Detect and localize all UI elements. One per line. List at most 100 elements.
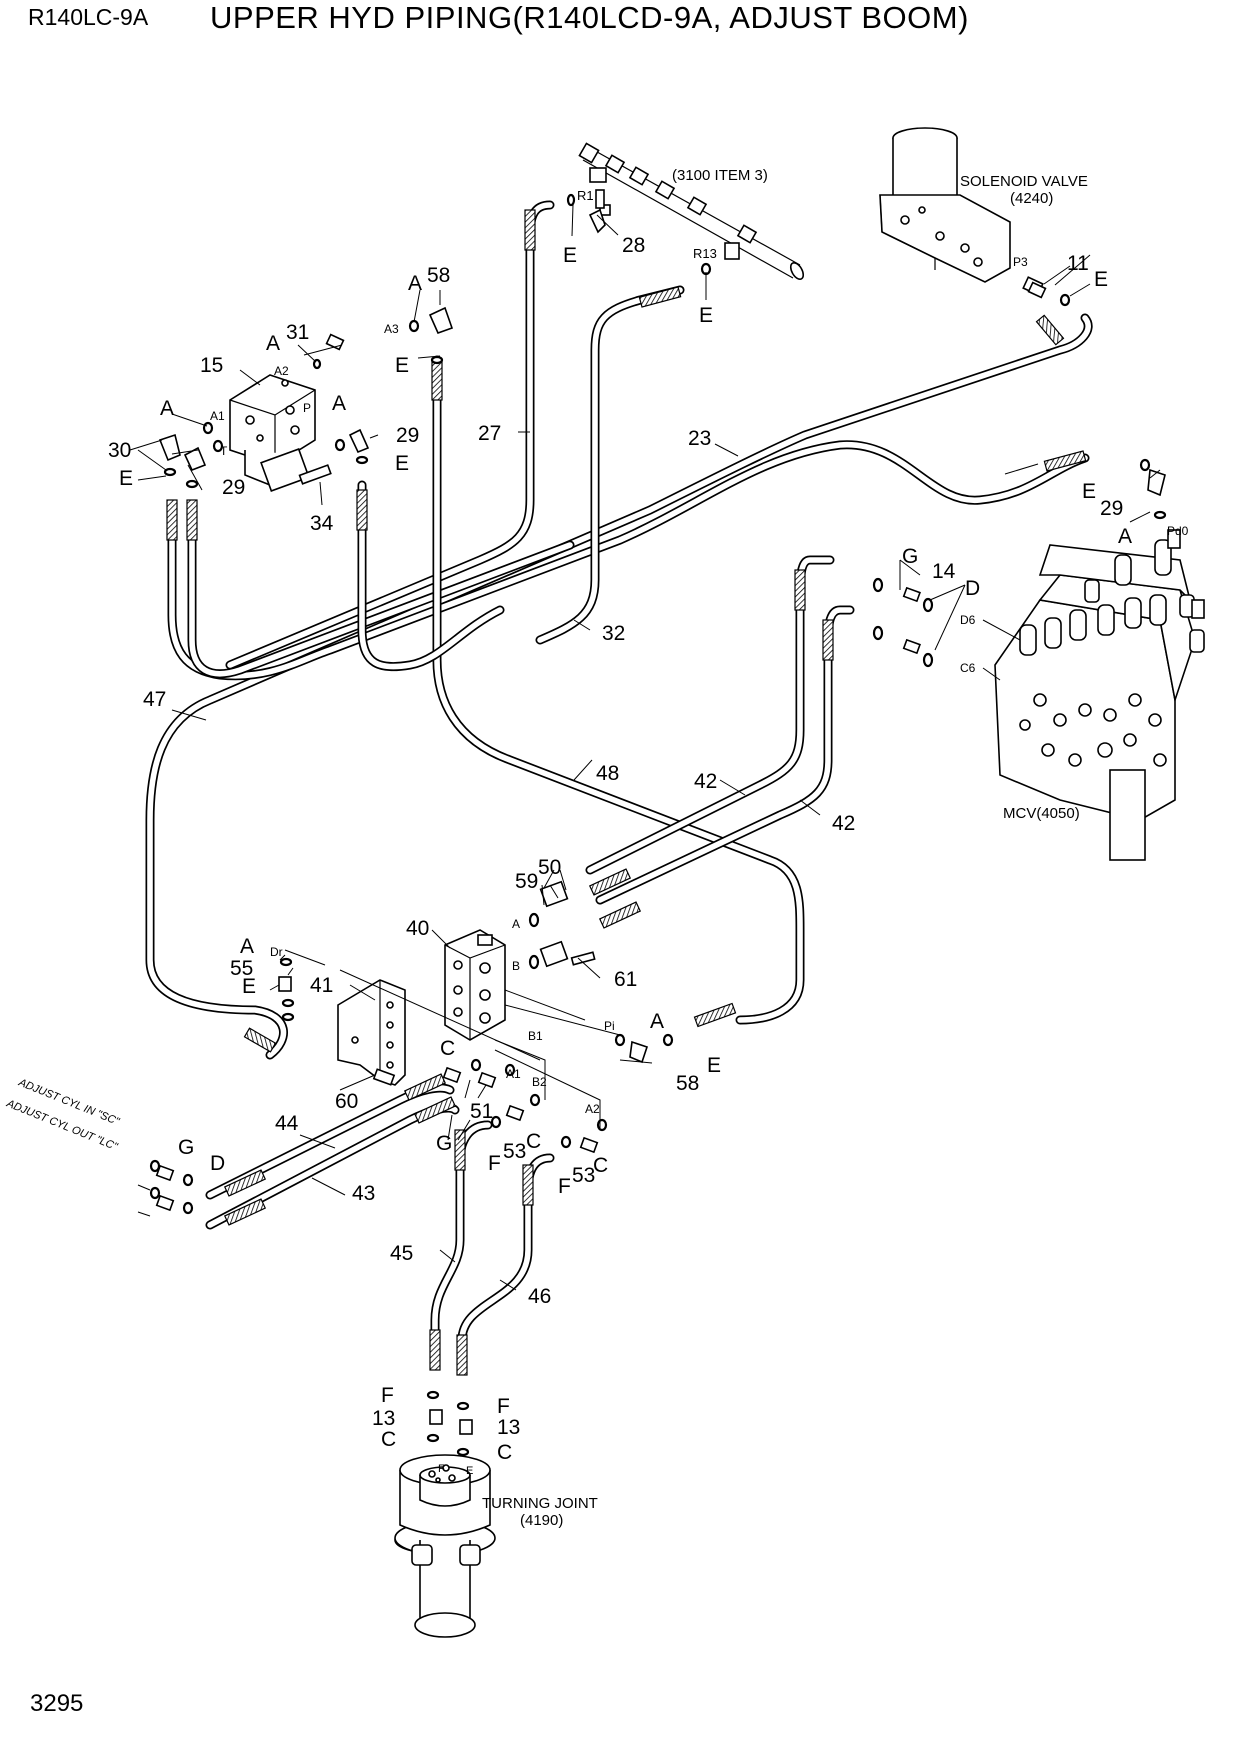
- callout-letter-e: E: [563, 244, 577, 267]
- solenoid-valve: SOLENOID VALVE (4240) P3: [879, 127, 1088, 296]
- svg-text:B1: B1: [528, 1029, 543, 1043]
- mcv: MCV(4050) Pd0 D6 C6: [960, 524, 1205, 861]
- callout-letter-a: A: [240, 935, 254, 958]
- callout-42: 42: [832, 812, 855, 835]
- o-rings: [149, 193, 1167, 1457]
- callout-11: 11: [1067, 252, 1089, 275]
- block-40: [444, 929, 506, 1041]
- callout-letter-c: C: [381, 1428, 396, 1451]
- callout-letter-e: E: [699, 304, 713, 327]
- turning-joint-label: TURNING JOINT: [482, 1495, 598, 1512]
- callout-43: 43: [352, 1182, 375, 1205]
- svg-text:P: P: [303, 401, 311, 415]
- callout-letter-c: C: [440, 1037, 455, 1060]
- port-labels: R1 R13 Dr Pi A B B1 A1 B2 A2 F E: [270, 188, 717, 1477]
- drawing-title: UPPER HYD PIPING(R140LCD-9A, ADJUST BOOM…: [210, 0, 969, 35]
- callout-41: 41: [310, 974, 333, 997]
- svg-text:D6: D6: [960, 613, 976, 627]
- turning-joint-ref: (4190): [520, 1512, 563, 1529]
- svg-text:A3: A3: [384, 322, 399, 336]
- callout-14: 14: [932, 560, 956, 583]
- item-ref-label: (3100 ITEM 3): [672, 167, 768, 184]
- callout-13: 13: [372, 1407, 395, 1430]
- callout-29: 29: [222, 476, 245, 499]
- svg-text:T: T: [220, 444, 228, 458]
- callout-29: 29: [396, 424, 419, 447]
- adjust-cyl-in-label: ADJUST CYL IN "SC": [16, 1076, 122, 1128]
- callout-53: 53: [503, 1140, 526, 1163]
- callout-27: 27: [478, 422, 501, 445]
- callout-letter-e: E: [119, 467, 133, 490]
- callout-40: 40: [406, 917, 429, 940]
- solenoid-valve-label: SOLENOID VALVE: [960, 173, 1088, 190]
- page-number: 3295: [30, 1690, 84, 1717]
- mcv-label: MCV(4050): [1003, 805, 1080, 822]
- turning-joint: TURNING JOINT (4190): [394, 1454, 598, 1638]
- callout-34: 34: [310, 512, 334, 535]
- callout-letter-g: G: [178, 1136, 194, 1159]
- svg-text:B: B: [512, 959, 520, 973]
- callout-letter-f: F: [381, 1384, 394, 1407]
- svg-text:B2: B2: [532, 1075, 547, 1089]
- callout-letter-e: E: [242, 975, 256, 998]
- svg-text:E: E: [466, 1465, 473, 1477]
- callout-61: 61: [614, 968, 637, 991]
- svg-text:A: A: [512, 917, 520, 931]
- callout-letter-f: F: [488, 1152, 501, 1175]
- callouts: 28 11 58 31 15 29 30 29 34 27 23 29 14 3…: [108, 234, 1132, 1464]
- callout-letter-a: A: [408, 272, 422, 295]
- svg-text:R13: R13: [693, 246, 717, 261]
- top-pipe-assembly: (3100 ITEM 3): [578, 142, 805, 280]
- solenoid-valve-ref: (4240): [1010, 190, 1053, 207]
- callout-letter-c: C: [593, 1154, 608, 1177]
- callout-46: 46: [528, 1285, 551, 1308]
- callout-28: 28: [622, 234, 645, 257]
- callout-15: 15: [200, 354, 223, 377]
- svg-text:Dr: Dr: [270, 945, 283, 959]
- callout-13: 13: [497, 1416, 520, 1439]
- bracket-41: [337, 979, 406, 1086]
- callout-letter-a: A: [266, 332, 280, 355]
- svg-text:A1: A1: [210, 409, 225, 423]
- hose-46: [457, 1153, 555, 1375]
- callout-30: 30: [108, 439, 131, 462]
- callout-23: 23: [688, 427, 711, 450]
- callout-53: 53: [572, 1164, 595, 1187]
- callout-letter-g: G: [436, 1132, 452, 1155]
- callout-letter-e: E: [395, 354, 409, 377]
- callout-45: 45: [390, 1242, 413, 1265]
- callout-42: 42: [694, 770, 717, 793]
- callout-letter-e: E: [707, 1054, 721, 1077]
- svg-text:F: F: [438, 1463, 445, 1475]
- callout-58: 58: [676, 1072, 699, 1095]
- svg-text:C6: C6: [960, 661, 976, 675]
- callout-59: 59: [515, 870, 538, 893]
- callout-letter-a: A: [160, 397, 174, 420]
- callout-letter-c: C: [497, 1441, 512, 1464]
- model-number: R140LC-9A: [28, 4, 149, 30]
- callout-51: 51: [470, 1100, 493, 1123]
- svg-text:Pi: Pi: [604, 1019, 615, 1033]
- callout-letter-a: A: [650, 1010, 664, 1033]
- callout-44: 44: [275, 1112, 299, 1135]
- svg-text:A1: A1: [506, 1067, 521, 1081]
- callout-48: 48: [596, 762, 619, 785]
- hoses: [145, 200, 1093, 1375]
- hose-crimps: [166, 209, 1087, 1376]
- svg-text:A2: A2: [585, 1102, 600, 1116]
- callout-47: 47: [143, 688, 166, 711]
- callout-letter-c: C: [526, 1130, 541, 1153]
- hose-42a: [585, 555, 835, 875]
- callout-letter-d: D: [210, 1152, 225, 1175]
- callout-32: 32: [602, 622, 625, 645]
- callout-letter-f: F: [558, 1175, 571, 1198]
- svg-text:P3: P3: [1013, 255, 1028, 269]
- callout-letter-e: E: [395, 452, 409, 475]
- callout-letter-d: D: [965, 577, 980, 600]
- hose-r13: [535, 285, 685, 645]
- callout-letter-a: A: [1118, 525, 1132, 548]
- leader-lines: [129, 204, 1161, 1291]
- svg-text:R1: R1: [577, 188, 594, 203]
- callout-letter-e: E: [1082, 480, 1096, 503]
